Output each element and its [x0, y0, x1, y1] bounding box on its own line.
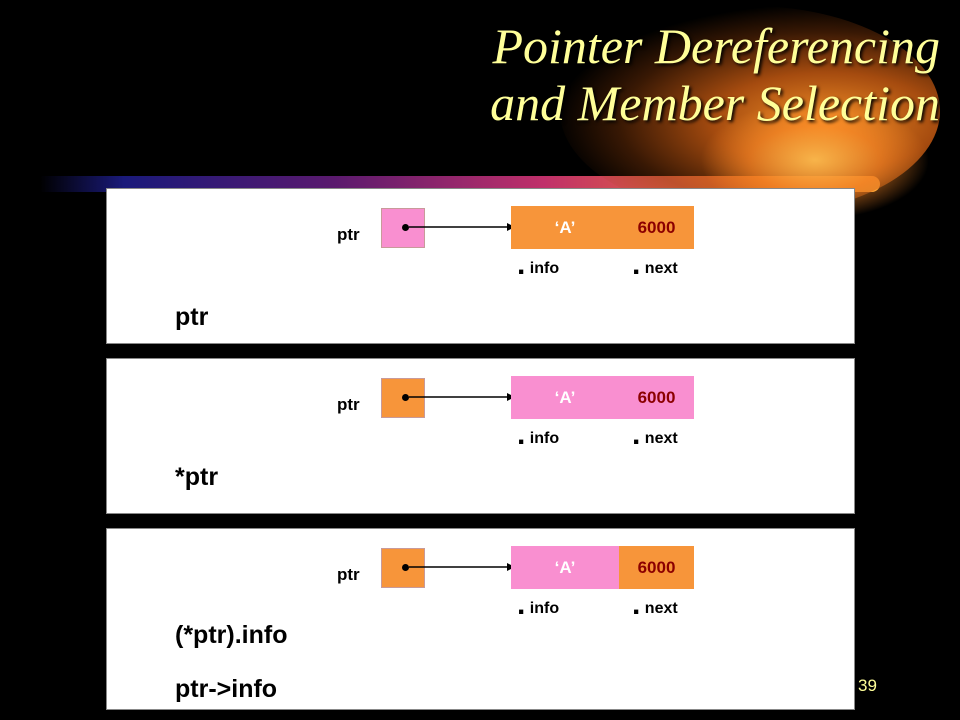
field-info-label: . info	[517, 588, 560, 621]
node-next-cell: 6000	[619, 546, 694, 589]
diagram-panel-ptr: ptr ‘A’ 6000 . info . next ptr	[106, 188, 855, 344]
title-line-2: and Member Selection	[490, 75, 940, 131]
pointer-arrow	[409, 393, 515, 401]
ptr-label: ptr	[337, 225, 360, 244]
node-info-cell: ‘A’	[511, 376, 619, 419]
node-next-cell: 6000	[619, 376, 694, 419]
field-next-text: next	[644, 430, 678, 447]
expression-label: ptr	[175, 303, 209, 331]
ptr-box	[381, 208, 425, 248]
page-number: 39	[858, 676, 877, 695]
field-next-text: next	[644, 260, 678, 277]
node-next-cell: 6000	[619, 206, 694, 249]
pointer-arrow	[409, 223, 515, 231]
field-info-label: . info	[517, 418, 560, 451]
pointer-arrow	[409, 563, 515, 571]
field-next-label: . next	[632, 248, 678, 281]
ptr-label: ptr	[337, 565, 360, 584]
diagram-panel-member: ptr ‘A’ 6000 . info . next (*ptr).info p…	[106, 528, 855, 710]
diagram-panel-deref: ptr ‘A’ 6000 . info . next *ptr	[106, 358, 855, 514]
field-next-text: next	[644, 600, 678, 617]
pointer-dot	[402, 564, 409, 571]
ptr-label: ptr	[337, 395, 360, 414]
slide-title: Pointer Dereferencing and Member Selecti…	[240, 18, 940, 132]
ptr-box	[381, 378, 425, 418]
title-line-1: Pointer Dereferencing	[492, 18, 940, 74]
field-info-text: info	[529, 430, 560, 447]
pointer-dot	[402, 224, 409, 231]
node-info-cell: ‘A’	[511, 546, 619, 589]
field-next-label: . next	[632, 588, 678, 621]
field-info-text: info	[529, 600, 560, 617]
field-info-text: info	[529, 260, 560, 277]
node-info-cell: ‘A’	[511, 206, 619, 249]
expression-label-deref-dot: (*ptr).info	[175, 621, 288, 649]
field-next-label: . next	[632, 418, 678, 451]
expression-label: *ptr	[175, 463, 219, 491]
pointer-dot	[402, 394, 409, 401]
expression-label-arrow: ptr->info	[175, 675, 278, 703]
ptr-box	[381, 548, 425, 588]
field-info-label: . info	[517, 248, 560, 281]
